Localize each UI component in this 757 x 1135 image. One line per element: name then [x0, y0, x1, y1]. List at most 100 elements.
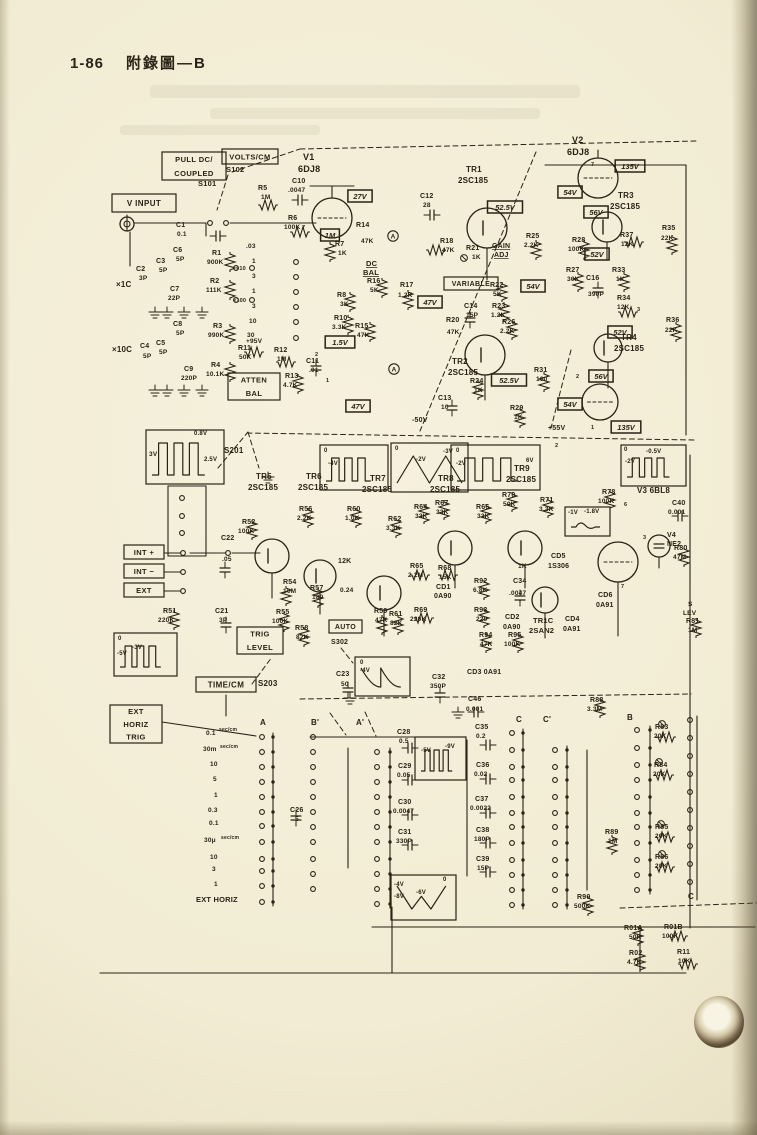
- switch-contact: [374, 764, 380, 770]
- schematic-label: DC: [366, 259, 378, 268]
- switch-contact: [310, 839, 316, 845]
- junction-point: [388, 363, 400, 375]
- schematic-label: 2SC185: [458, 176, 488, 185]
- switch-contact-dot: [271, 869, 275, 873]
- schematic-label: C10: [292, 178, 305, 185]
- schematic-label: 990K: [208, 332, 224, 339]
- switch-contact: [259, 734, 265, 740]
- switch-contact: [259, 823, 265, 829]
- resistor-icon: [618, 305, 638, 319]
- switch-contact: [310, 734, 316, 740]
- switch-contact-dot: [565, 825, 569, 829]
- voltage-callout-box: [583, 205, 609, 219]
- schematic-label: 22K: [665, 327, 678, 334]
- schematic-label: C21: [215, 608, 228, 615]
- switch-contact-dot: [521, 825, 525, 829]
- resistor-icon: [389, 518, 403, 538]
- schematic-label: 2.5V: [204, 457, 217, 463]
- schematic-label: V4: [667, 532, 676, 539]
- schematic-label: 3V: [149, 451, 158, 458]
- voltage-callout: 1.5V: [332, 338, 348, 347]
- schematic-label: GAIN: [492, 243, 510, 250]
- labeled-box-text: COUPLED: [174, 169, 214, 178]
- switch-contact: [552, 902, 558, 908]
- schematic-label: V1: [303, 152, 314, 162]
- schematic-label: 12K: [617, 304, 630, 311]
- schematic-label: R29: [510, 405, 523, 412]
- voltage-callout-box: [588, 369, 614, 383]
- schematic-label: 10: [210, 761, 218, 768]
- page-edge-right: [731, 0, 757, 1135]
- schematic-label: +95V: [246, 338, 263, 345]
- wire-dashed: [329, 712, 347, 736]
- schematic-label: CD3 0A91: [467, 669, 501, 676]
- resistor-icon: [363, 322, 377, 342]
- switch-contact: [509, 902, 515, 908]
- schematic-label: 47K: [480, 641, 493, 648]
- schematic-label: R69: [414, 607, 427, 614]
- schematic-label: -3V: [443, 449, 453, 455]
- switch-contact: [225, 550, 231, 556]
- switch-contact: [310, 764, 316, 770]
- switch-contact-dot: [271, 810, 275, 814]
- schematic-label: +55V: [548, 425, 565, 432]
- schematic-label: R59: [374, 608, 387, 615]
- resistor-icon: [479, 633, 493, 653]
- schematic-label: B': [311, 718, 319, 727]
- schematic-label: 220P: [181, 375, 197, 382]
- schematic-label: 180: [312, 594, 324, 601]
- voltage-callout-box: [347, 189, 373, 203]
- resistor-icon: [297, 627, 311, 647]
- schematic-label: R31: [534, 367, 547, 374]
- switch-contact-dot: [648, 858, 652, 862]
- schematic-label: 3.3M: [587, 706, 602, 713]
- switch-contact-dot: [388, 840, 392, 844]
- resistor-icon: [301, 508, 315, 528]
- schematic-label: R6: [288, 215, 297, 222]
- resistor-icon: [577, 240, 591, 260]
- schematic-label: 100K: [272, 618, 288, 625]
- schematic-label: 10: [441, 404, 449, 411]
- voltage-callout-box: [584, 247, 610, 261]
- schematic-label: -2V: [456, 461, 466, 467]
- switch-contact-dot: [271, 735, 275, 739]
- switch-contact: [293, 319, 299, 325]
- switch-contact: [259, 749, 265, 755]
- voltage-callout-box: [490, 373, 528, 387]
- labeled-box: [236, 626, 284, 655]
- resistor-icon: [656, 730, 676, 744]
- resistor-icon: [511, 633, 525, 653]
- schematic-label: 1M: [277, 356, 286, 363]
- switch-contact: [179, 530, 185, 536]
- schematic-label: R84: [654, 762, 667, 769]
- schematic-label: -9V: [445, 744, 455, 750]
- switch-contact: [233, 265, 239, 271]
- wire-dashed: [550, 349, 572, 429]
- resistor-icon: [505, 492, 519, 512]
- trimmer-screw-icon: [656, 759, 662, 765]
- schematic-label: 5P: [176, 330, 185, 337]
- schematic-label: R01A: [624, 925, 643, 932]
- resistor-icon: [245, 520, 259, 540]
- schematic-label: 1.0K: [345, 515, 360, 522]
- schematic-label: 50K: [503, 501, 516, 508]
- schematic-label: 2: [576, 374, 579, 380]
- schematic-label: R35: [662, 225, 675, 232]
- resistor-icon: [375, 615, 389, 635]
- switch-contact: [634, 794, 640, 800]
- switch-contact-dot: [521, 748, 525, 752]
- switch-contact: [374, 779, 380, 785]
- schematic-label: C30: [398, 799, 411, 806]
- schematic-label: BAL: [363, 268, 379, 277]
- switch-contact-dot: [271, 857, 275, 861]
- switch-contact: [374, 901, 380, 907]
- schematic-label: 100K: [238, 528, 254, 535]
- switch-contact-dot: [565, 765, 569, 769]
- schematic-label: C31: [398, 829, 411, 836]
- schematic-label: R13: [285, 373, 298, 380]
- resistor-icon: [655, 860, 675, 874]
- switch-contact-dot: [565, 858, 569, 862]
- schematic-label: 111K: [206, 287, 222, 294]
- schematic-label: R93: [474, 607, 487, 614]
- schematic-label: S203: [258, 679, 278, 688]
